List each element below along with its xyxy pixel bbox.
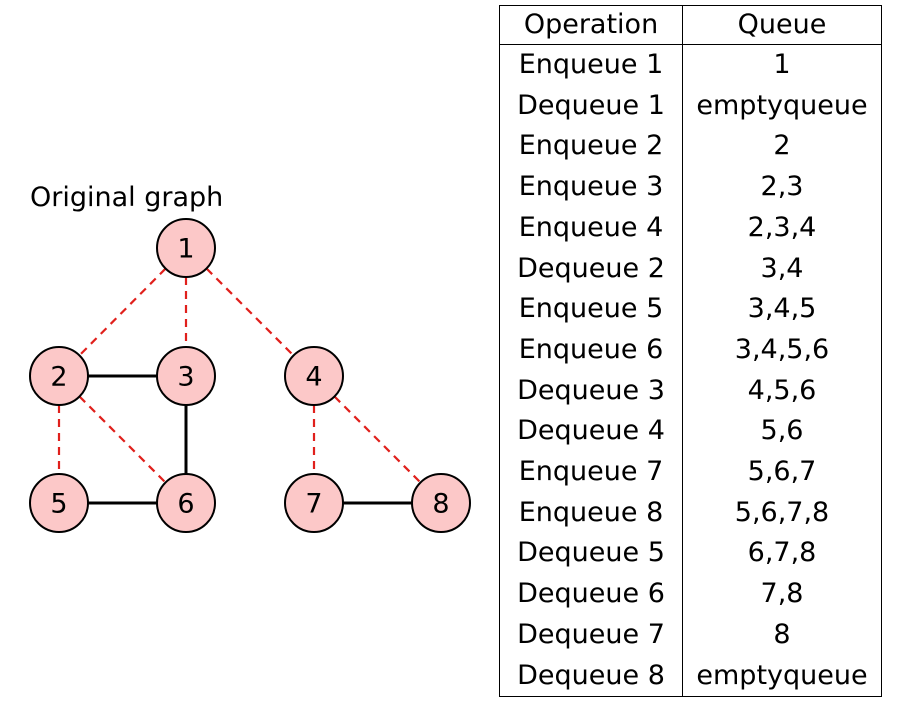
- bfs-tree-edge-4-8: [333, 395, 422, 484]
- operation-column-header: Operation: [499, 5, 683, 45]
- node-circle: [411, 473, 471, 533]
- queue-cell: 2: [773, 130, 791, 162]
- table-row: Enqueue 5 3,4,5: [499, 289, 882, 330]
- node-circle: [156, 473, 216, 533]
- queue-cell: 5,6,7,8: [734, 496, 830, 528]
- queue-column-header: Queue: [682, 5, 882, 45]
- graph-node-2: 2: [29, 346, 89, 406]
- operation-cell: Enqueue 5: [499, 289, 683, 330]
- table-row: Enqueue 1 1: [499, 44, 882, 86]
- node-label: 4: [305, 362, 322, 393]
- operation-cell: Enqueue 4: [499, 207, 683, 249]
- graph-node-8: 8: [411, 473, 471, 533]
- operation-cell: Dequeue 4: [499, 411, 683, 453]
- operation-cell: Dequeue 7: [499, 614, 683, 656]
- bfs-tree-edge-1-4: [205, 267, 295, 357]
- bfs-tree-edge-1-2: [78, 267, 167, 357]
- table-row: Dequeue 2 3,4: [499, 248, 882, 290]
- table-header-row: Operation Queue: [499, 5, 882, 45]
- operation-cell: Dequeue 6: [499, 574, 683, 615]
- node-label: 2: [50, 362, 67, 393]
- node-label: 5: [50, 489, 67, 520]
- node-circle: [284, 473, 344, 533]
- queue-cell: 3,4,5: [747, 293, 817, 325]
- table-row: Dequeue 1 emptyqueue: [499, 85, 882, 127]
- table-row: Dequeue 3 4,5,6: [499, 370, 882, 412]
- operation-cell: Dequeue 5: [499, 533, 683, 575]
- queue-cell: emptyqueue: [696, 89, 868, 121]
- queue-cell: 3,4,5,6: [734, 333, 830, 365]
- operation-cell: Enqueue 6: [499, 329, 683, 371]
- queue-cell: 5,6: [760, 415, 804, 447]
- queue-cell: emptyqueue: [696, 659, 868, 691]
- queue-cell: 6,7,8: [747, 537, 817, 569]
- graph-node-5: 5: [29, 473, 89, 533]
- operation-cell: Dequeue 2: [499, 248, 683, 290]
- queue-cell: 5,6,7: [747, 456, 817, 488]
- table-row: Dequeue 6 7,8: [499, 574, 882, 615]
- queue-cell: 2,3: [760, 171, 804, 203]
- node-label: 6: [177, 489, 194, 520]
- table-row: Enqueue 4 2,3,4: [499, 207, 882, 249]
- node-circle: [284, 346, 344, 406]
- node-label: 8: [432, 489, 449, 520]
- table-row: Enqueue 8 5,6,7,8: [499, 492, 882, 534]
- queue-cell: 2,3,4: [747, 211, 817, 243]
- operation-cell: Dequeue 1: [499, 85, 683, 127]
- node-label: 3: [177, 362, 194, 393]
- table-row: Dequeue 5 6,7,8: [499, 533, 882, 575]
- node-circle: [29, 346, 89, 406]
- operation-cell: Dequeue 8: [499, 655, 683, 697]
- queue-cell: 8: [773, 618, 791, 650]
- queue-cell: 3,4: [760, 252, 804, 284]
- operation-cell: Dequeue 3: [499, 370, 683, 412]
- graph-node-6: 6: [156, 473, 216, 533]
- table-header: Operation Queue: [499, 5, 882, 45]
- node-circle: [156, 346, 216, 406]
- graph-nodes: 1 2 3 4 5 6 7 8: [29, 218, 471, 533]
- graph-title: Original graph: [30, 182, 224, 213]
- graph-node-1: 1: [156, 218, 216, 278]
- graph-node-7: 7: [284, 473, 344, 533]
- operation-cell: Enqueue 3: [499, 167, 683, 208]
- table-row: Dequeue 4 5,6: [499, 411, 882, 453]
- queue-cell: 7,8: [760, 578, 804, 610]
- table-row: Enqueue 6 3,4,5,6: [499, 329, 882, 371]
- operation-cell: Enqueue 8: [499, 492, 683, 534]
- queue-cell: 1: [773, 49, 791, 80]
- queue-cell: 4,5,6: [747, 374, 817, 406]
- node-label: 7: [305, 489, 322, 520]
- table-row: Dequeue 8 emptyqueue: [499, 655, 882, 697]
- table-row: Enqueue 3 2,3: [499, 167, 882, 208]
- table-row: Dequeue 7 8: [499, 614, 882, 656]
- node-circle: [29, 473, 89, 533]
- graph-node-4: 4: [284, 346, 344, 406]
- node-label: 1: [177, 234, 194, 265]
- bfs-tree-edge-2-6: [78, 395, 167, 484]
- graph-edges: [57, 267, 422, 505]
- node-circle: [156, 218, 216, 278]
- operation-cell: Enqueue 2: [499, 126, 683, 168]
- table-row: Enqueue 2 2: [499, 126, 882, 168]
- operation-cell: Enqueue 1: [499, 44, 683, 86]
- operation-cell: Enqueue 7: [499, 452, 683, 493]
- graph-node-3: 3: [156, 346, 216, 406]
- table-row: Enqueue 7 5,6,7: [499, 452, 882, 493]
